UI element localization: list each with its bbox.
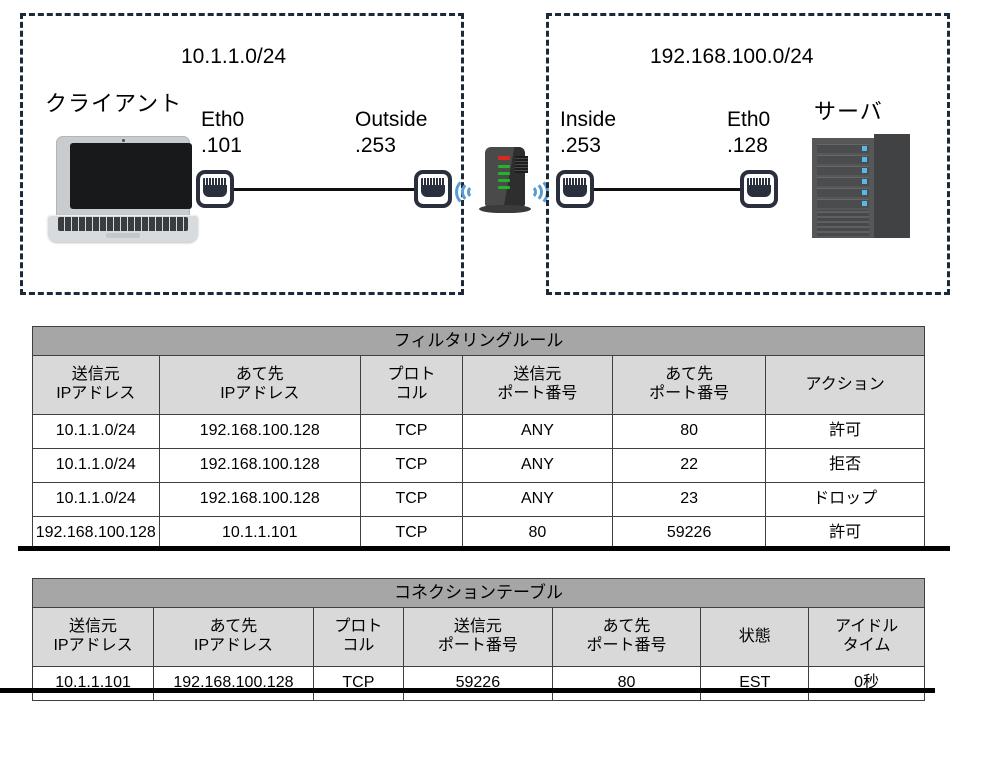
server-iface-addr: .128 — [727, 134, 768, 157]
router-vent — [515, 156, 528, 173]
server-side-panel — [874, 134, 910, 238]
firewall-inside-iface-name: Inside — [560, 108, 617, 131]
column-header: プロトコル — [312, 607, 405, 667]
table-cell-src-ip: 10.1.1.0/24 — [32, 448, 160, 483]
network-zone-server — [546, 13, 950, 295]
firewall-outside-iface-name: Outside — [355, 108, 428, 131]
table-cell-src-port: ANY — [461, 482, 613, 517]
cable-firewall-to-server — [594, 188, 758, 191]
client-laptop-icon — [48, 136, 198, 242]
server-led — [862, 179, 867, 184]
server-led — [862, 190, 867, 195]
column-header: 送信元ポート番号 — [461, 355, 613, 415]
table-cell-dst-ip: 192.168.100.128 — [158, 414, 362, 449]
router-status-led — [498, 179, 510, 182]
table-cell-action: 許可 — [765, 516, 925, 551]
connection-table-strikethrough — [0, 688, 935, 693]
column-header: アクション — [765, 355, 925, 415]
table-cell-src-port: ANY — [461, 448, 613, 483]
server-led — [862, 157, 867, 162]
client-iface-name: Eth0 — [201, 108, 245, 131]
table-cell-dst-ip: 192.168.100.128 — [153, 666, 314, 701]
table-cell-action: 拒否 — [765, 448, 925, 483]
laptop-screen — [70, 143, 192, 209]
table-cell-state: EST — [700, 666, 810, 701]
rj45-icon-server-eth0 — [740, 170, 778, 208]
column-header: プロトコル — [360, 355, 463, 415]
column-header: 状態 — [700, 607, 810, 667]
table-cell-src-port: 80 — [461, 516, 613, 551]
table-title: フィルタリングルール — [32, 326, 925, 356]
server-vent-grill — [817, 210, 869, 236]
subnet-label-right: 192.168.100.0/24 — [650, 45, 814, 68]
router-stand — [479, 205, 531, 213]
table-cell-dst-port: 80 — [611, 414, 767, 449]
wifi-waves-left-icon — [455, 169, 477, 209]
table-cell-dst-ip: 192.168.100.128 — [158, 482, 362, 517]
rj45-icon-client-eth0 — [196, 170, 234, 208]
router-body — [485, 147, 528, 207]
laptop-keyboard — [58, 217, 188, 231]
table-title: コネクションテーブル — [32, 578, 925, 608]
column-header: あて先ポート番号 — [551, 607, 702, 667]
table-cell-src-ip: 10.1.1.0/24 — [32, 482, 160, 517]
firewall-outside-iface-addr: .253 — [355, 134, 396, 157]
client-iface-addr: .101 — [201, 134, 242, 157]
router-status-led — [498, 172, 510, 175]
rj45-icon-firewall-inside — [556, 170, 594, 208]
laptop-trackpad — [106, 233, 140, 238]
server-led — [862, 146, 867, 151]
server-iface-name: Eth0 — [727, 108, 771, 131]
cable-client-to-firewall — [232, 188, 416, 191]
client-role-label: クライアント — [45, 91, 183, 116]
table-cell-dst-port: 23 — [611, 482, 767, 517]
table-cell-idle: 0秒 — [808, 666, 925, 701]
column-header: アイドルタイム — [808, 607, 925, 667]
firewall-router-icon — [477, 147, 533, 219]
rj45-icon-firewall-outside — [414, 170, 452, 208]
table-cell-action: 許可 — [765, 414, 925, 449]
router-power-led — [498, 156, 510, 160]
network-zone-client — [20, 13, 464, 295]
column-header: あて先ポート番号 — [611, 355, 767, 415]
laptop-camera-icon — [121, 139, 125, 142]
table-cell-src-port: 59226 — [403, 666, 553, 701]
router-status-led — [498, 186, 510, 189]
table-cell-dst-ip: 192.168.100.128 — [158, 448, 362, 483]
table-cell-action: ドロップ — [765, 482, 925, 517]
server-role-label: サーバ — [814, 99, 883, 124]
firewall-inside-iface-addr: .253 — [560, 134, 601, 157]
table-cell-src-port: ANY — [461, 414, 613, 449]
table-cell-proto: TCP — [360, 414, 463, 449]
subnet-label-left: 10.1.1.0/24 — [181, 45, 287, 68]
table-cell-src-ip: 10.1.1.101 — [31, 666, 155, 701]
column-header: 送信元ポート番号 — [403, 607, 553, 667]
table-cell-dst-port: 80 — [551, 666, 702, 701]
filter-table-strikethrough — [18, 546, 950, 551]
router-status-led — [498, 165, 510, 168]
server-tower-icon — [812, 134, 910, 242]
table-cell-proto: TCP — [360, 448, 463, 483]
server-led — [862, 201, 867, 206]
table-cell-src-ip: 192.168.100.128 — [32, 516, 160, 551]
table-cell-src-ip: 10.1.1.0/24 — [32, 414, 160, 449]
table-cell-proto: TCP — [360, 482, 463, 517]
server-led — [862, 168, 867, 173]
table-cell-dst-port: 22 — [611, 448, 767, 483]
laptop-lid — [56, 136, 192, 216]
table-cell-proto: TCP — [312, 666, 405, 701]
